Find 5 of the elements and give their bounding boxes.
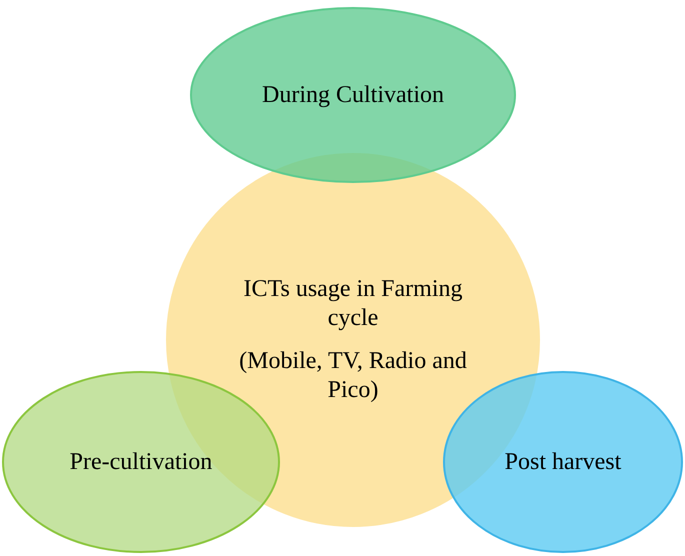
node-label: During Cultivation — [261, 80, 445, 110]
node-label: (Mobile, TV, Radio and Pico) — [238, 347, 468, 405]
node-label: Post harvest — [504, 448, 622, 476]
node-label: ICTs usage in Farming cycle — [242, 275, 464, 333]
node-label: Pre-cultivation — [68, 448, 214, 476]
